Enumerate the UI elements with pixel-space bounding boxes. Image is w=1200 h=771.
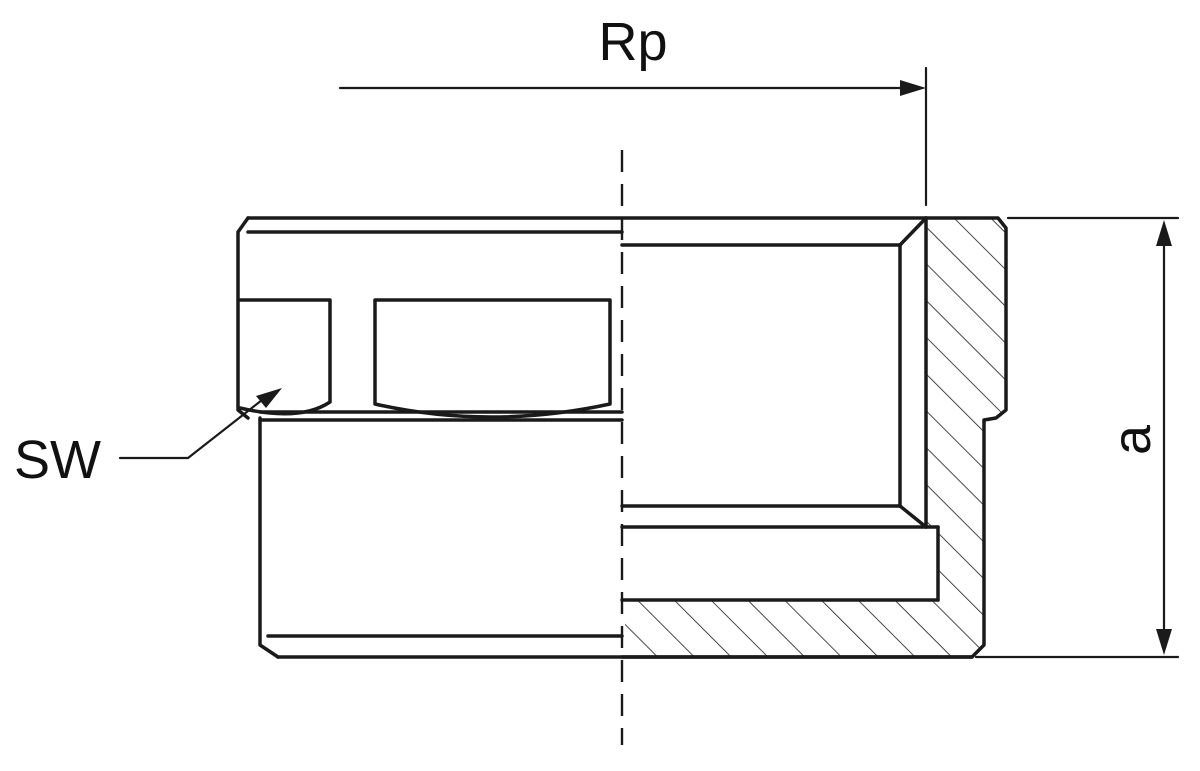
rp-dimension: Rp <box>338 12 928 207</box>
bore-section <box>620 216 974 659</box>
rp-label: Rp <box>598 12 667 72</box>
sw-leader: SW <box>14 388 282 490</box>
a-label: a <box>1102 424 1162 455</box>
a-dimension: a <box>974 216 1180 659</box>
hex-flats <box>238 298 612 419</box>
sw-label: SW <box>14 430 101 490</box>
body-outline <box>236 216 1008 659</box>
